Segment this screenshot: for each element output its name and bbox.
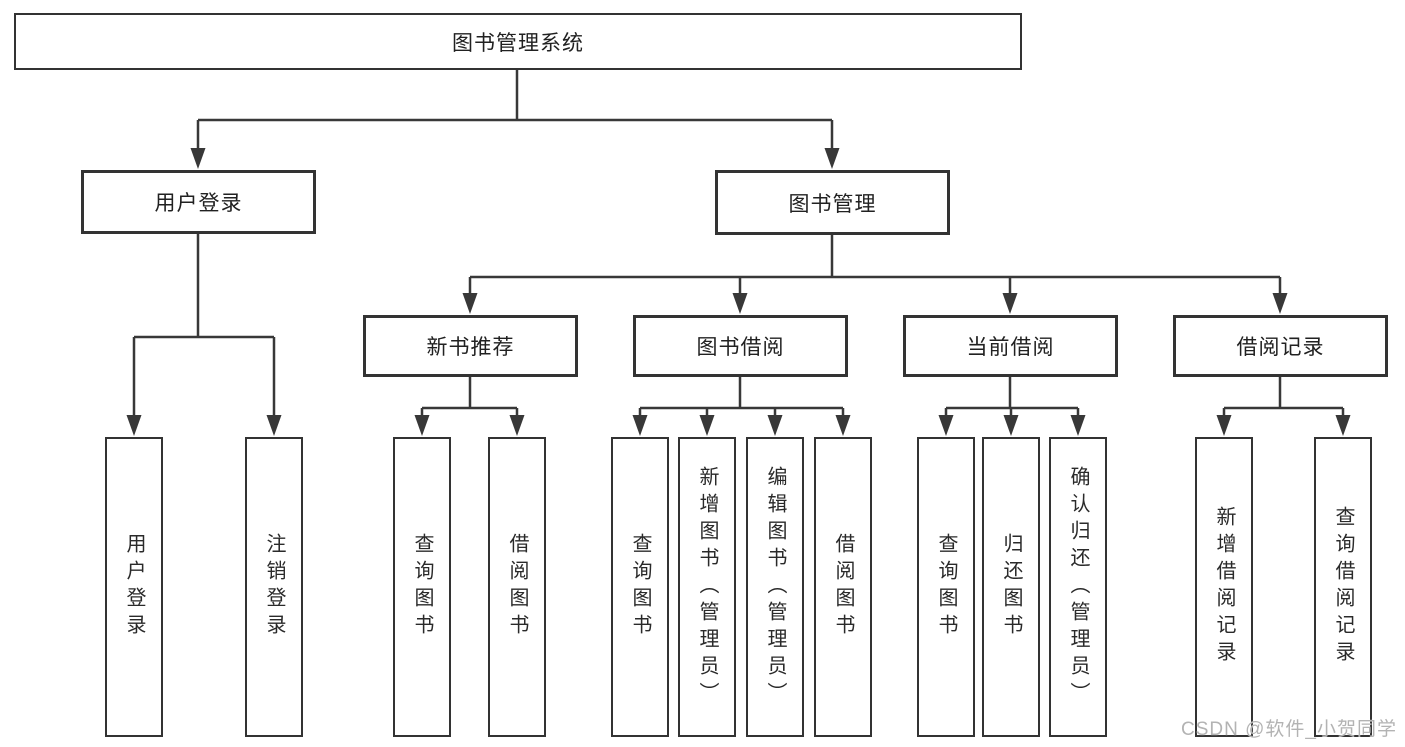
leaf-confirm-return-admin: 确认归还（管理员） xyxy=(1049,437,1107,737)
leaf-label: 确认归还（管理员） xyxy=(1067,465,1089,709)
leaf-label: 新增图书（管理员） xyxy=(696,465,718,709)
node-user-login: 用户登录 xyxy=(81,170,316,234)
leaf-label: 归还图书 xyxy=(1000,533,1022,641)
leaf-label: 查询图书 xyxy=(935,533,957,641)
node-label: 借阅记录 xyxy=(1236,336,1325,359)
leaf-label: 用户登录 xyxy=(123,533,145,641)
leaf-return-books: 归还图书 xyxy=(982,437,1040,737)
leaf-label: 查询借阅记录 xyxy=(1332,506,1354,668)
leaf-borrow-books-newbook: 借阅图书 xyxy=(488,437,546,737)
leaf-label: 编辑图书（管理员） xyxy=(764,465,786,709)
leaf-label: 查询图书 xyxy=(629,533,651,641)
leaf-borrow-books: 借阅图书 xyxy=(814,437,872,737)
node-current-borrowing: 当前借阅 xyxy=(903,315,1118,377)
leaf-label: 新增借阅记录 xyxy=(1213,506,1235,668)
leaf-query-books-borrow: 查询图书 xyxy=(611,437,669,737)
leaf-logout: 注销登录 xyxy=(245,437,303,737)
leaf-query-books-newbook: 查询图书 xyxy=(393,437,451,737)
node-label: 图书管理 xyxy=(788,192,877,216)
node-label: 用户登录 xyxy=(154,192,243,215)
csdn-watermark: CSDN @软件_小贺同学 xyxy=(1181,719,1397,740)
node-label: 当前借阅 xyxy=(966,336,1055,359)
node-borrow-records: 借阅记录 xyxy=(1173,315,1388,377)
node-new-book-recommend: 新书推荐 xyxy=(363,315,578,377)
leaf-add-books-admin: 新增图书（管理员） xyxy=(678,437,736,737)
leaf-add-borrow-record: 新增借阅记录 xyxy=(1195,437,1253,737)
node-root: 图书管理系统 xyxy=(14,13,1022,70)
node-book-borrowing: 图书借阅 xyxy=(633,315,848,377)
leaf-label: 借阅图书 xyxy=(506,533,528,641)
leaf-query-borrow-record: 查询借阅记录 xyxy=(1314,437,1372,737)
leaf-query-books-current: 查询图书 xyxy=(917,437,975,737)
node-label: 图书管理系统 xyxy=(452,31,584,55)
leaf-user-login: 用户登录 xyxy=(105,437,163,737)
node-label: 新书推荐 xyxy=(426,336,515,359)
leaf-label: 借阅图书 xyxy=(832,533,854,641)
node-book-management: 图书管理 xyxy=(715,170,950,235)
leaf-label: 查询图书 xyxy=(411,533,433,641)
leaf-edit-books-admin: 编辑图书（管理员） xyxy=(746,437,804,737)
leaf-label: 注销登录 xyxy=(263,533,285,641)
node-label: 图书借阅 xyxy=(696,336,785,359)
